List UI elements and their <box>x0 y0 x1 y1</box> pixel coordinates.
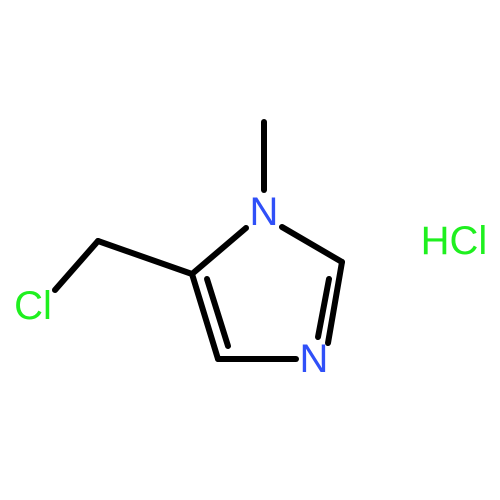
bond-c2-n3 <box>325 259 345 346</box>
nitrogen-3-label: N <box>300 337 329 381</box>
bond-c5-n1 <box>189 225 249 277</box>
bond-c4-c5 <box>189 271 221 362</box>
bond-c4-c5-inner <box>204 276 231 349</box>
bond-n1-c2 <box>279 224 345 265</box>
hcl-salt-label: HCl <box>421 219 488 263</box>
bond-c2-n3-inner <box>315 276 332 340</box>
bond-c5-ch2 <box>95 238 195 277</box>
bond-ch2-cl <box>52 238 101 293</box>
chlorine-label: Cl <box>14 284 52 328</box>
nitrogen-1-label: N <box>250 190 279 234</box>
